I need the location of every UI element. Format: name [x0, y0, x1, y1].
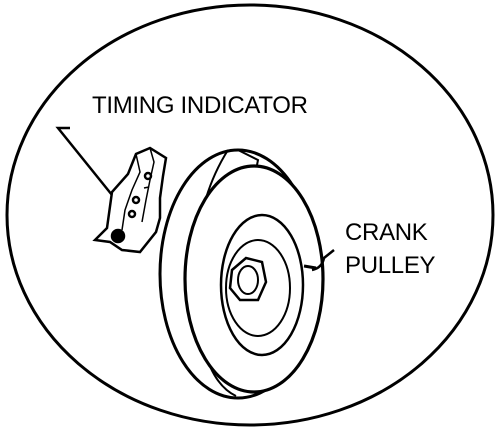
crank-pulley-leader — [311, 249, 335, 272]
crank-pulley-label-line2: PULLEY — [345, 252, 436, 279]
oval-frame — [5, 3, 495, 427]
timing-indicator-bracket — [92, 146, 168, 254]
timing-indicator-label: TIMING INDICATOR — [92, 92, 308, 119]
crank-pulley-label-line1: CRANK — [345, 219, 428, 246]
crank-pulley — [158, 148, 325, 400]
timing-indicator-leader — [55, 126, 113, 196]
crank-pulley-label: CRANK PULLEY — [345, 216, 436, 282]
